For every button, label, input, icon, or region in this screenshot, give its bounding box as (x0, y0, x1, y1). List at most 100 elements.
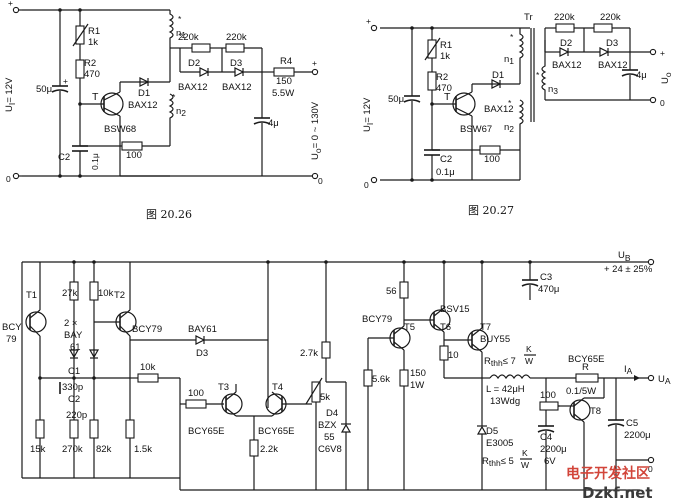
svg-text:T: T (92, 91, 99, 103)
circuit-fig-20-27: + 0 UI= 12V 50μ R1 1k R2 470 T BSW67 (362, 12, 673, 217)
svg-text:1k: 1k (88, 37, 98, 48)
transistor-t3 (221, 393, 243, 415)
svg-text:BCY65E: BCY65E (568, 354, 604, 365)
caption-fig-20-26: 图 20.26 (146, 208, 192, 221)
svg-text:0: 0 (648, 464, 653, 474)
svg-text:+: + (63, 76, 68, 86)
svg-text:C5: C5 (626, 418, 638, 429)
svg-text:5.5W: 5.5W (272, 88, 294, 99)
svg-text:BCY65E: BCY65E (188, 426, 224, 437)
svg-text:100: 100 (126, 150, 142, 161)
svg-text:D4: D4 (326, 408, 338, 419)
svg-text:D2: D2 (188, 58, 200, 69)
input-voltage-label-27: UI= 12V (362, 97, 375, 132)
svg-text:BAX12: BAX12 (128, 100, 158, 111)
svg-text:K: K (522, 448, 528, 458)
svg-text:+ 24 ± 25%: + 24 ± 25% (604, 264, 653, 275)
svg-text:10: 10 (448, 350, 459, 361)
svg-text:T1: T1 (26, 290, 37, 301)
svg-text:2200μ: 2200μ (540, 444, 567, 455)
svg-text:4μ: 4μ (268, 118, 279, 129)
r2-resistor (75, 59, 85, 79)
r4-resistor (273, 67, 295, 77)
svg-text:220k: 220k (600, 12, 621, 23)
svg-text:2.2k: 2.2k (260, 444, 278, 455)
svg-text:0.1μ: 0.1μ (436, 167, 455, 178)
svg-text:T3: T3 (218, 382, 229, 393)
svg-text:D3: D3 (606, 38, 618, 49)
svg-text:C2: C2 (68, 394, 80, 405)
svg-text:n2: n2 (504, 122, 514, 134)
svg-text:2200μ: 2200μ (624, 430, 651, 441)
svg-text:T: T (444, 91, 451, 103)
svg-text:T2: T2 (114, 290, 125, 301)
site-watermark: 电子开发社区 Dzkf.net (566, 465, 653, 502)
svg-text:61: 61 (70, 342, 81, 353)
svg-text:n3: n3 (548, 84, 558, 96)
svg-text:50μ: 50μ (388, 94, 404, 105)
svg-text:C6V8: C6V8 (318, 444, 342, 455)
svg-text:+: + (366, 16, 371, 26)
svg-text:220k: 220k (554, 12, 575, 23)
svg-text:C2: C2 (440, 154, 452, 165)
svg-text:K: K (526, 344, 532, 354)
svg-text:470: 470 (436, 83, 452, 94)
svg-text:2 ×: 2 × (64, 318, 77, 329)
svg-text:L = 42μH: L = 42μH (486, 384, 525, 395)
d3-diode (234, 67, 245, 77)
svg-text:*: * (172, 92, 176, 102)
coil-n1 (168, 10, 174, 82)
svg-text:Rthh≤ 7: Rthh≤ 7 (484, 356, 516, 368)
c1-value: 50μ (36, 84, 52, 95)
svg-text:470μ: 470μ (538, 284, 559, 295)
svg-text:C2: C2 (58, 152, 70, 163)
svg-text:W: W (525, 356, 533, 366)
d2-diode (199, 67, 210, 77)
svg-text:C4: C4 (540, 432, 552, 443)
svg-text:4μ: 4μ (636, 70, 647, 81)
svg-text:150: 150 (276, 76, 292, 87)
svg-text:27k: 27k (62, 288, 78, 299)
svg-text:*: * (510, 32, 514, 42)
svg-text:Dzkf.net: Dzkf.net (582, 484, 653, 502)
svg-text:100: 100 (188, 388, 204, 399)
svg-text:BZX: BZX (318, 420, 337, 431)
caption-fig-20-27: 图 20.27 (468, 204, 514, 217)
svg-text:BCY79: BCY79 (362, 314, 392, 325)
svg-text:55: 55 (324, 432, 335, 443)
svg-text:R1: R1 (88, 26, 100, 37)
svg-text:220p: 220p (66, 410, 87, 421)
svg-text:n2: n2 (176, 106, 186, 118)
svg-text:0.1/5W: 0.1/5W (566, 386, 596, 397)
svg-text:Tr: Tr (524, 12, 533, 23)
svg-text:0.1μ: 0.1μ (90, 153, 100, 170)
svg-text:BAX12: BAX12 (598, 60, 628, 71)
svg-text:1k: 1k (440, 51, 450, 62)
svg-text:D3: D3 (230, 58, 242, 69)
svg-text:220k: 220k (226, 32, 247, 43)
svg-text:R: R (582, 362, 589, 373)
svg-text:BAX12: BAX12 (552, 60, 582, 71)
svg-text:BAY61: BAY61 (188, 324, 217, 335)
svg-text:10k: 10k (98, 288, 114, 299)
svg-text:79: 79 (6, 334, 17, 345)
svg-text:5k: 5k (320, 392, 330, 403)
circuit-fig-bottom: UB + 24 ± 25% T1 BCY 79 15k 27k 10k (2, 250, 671, 491)
svg-text:220k: 220k (178, 32, 199, 43)
transistor-t1 (25, 311, 47, 333)
transistor-t8 (569, 399, 591, 421)
svg-text:E3005: E3005 (486, 438, 513, 449)
svg-text:UA: UA (658, 374, 671, 386)
svg-text:330p: 330p (62, 382, 83, 393)
svg-text:BAX12: BAX12 (484, 104, 514, 115)
svg-text:82k: 82k (96, 444, 112, 455)
svg-text:R4: R4 (280, 56, 292, 67)
svg-text:Uo: Uo (660, 72, 673, 84)
svg-text:R2: R2 (84, 58, 96, 69)
svg-text:0: 0 (364, 180, 369, 190)
svg-text:BAX12: BAX12 (178, 82, 208, 93)
svg-text:*: * (508, 98, 512, 108)
svg-text:Uo= 0 ~ 130V: Uo= 0 ~ 130V (310, 101, 323, 160)
circuit-fig-20-26: + 0 UI= 12V 50μ + R1 1k R2 470 T (4, 0, 323, 221)
svg-text:D5: D5 (486, 426, 498, 437)
